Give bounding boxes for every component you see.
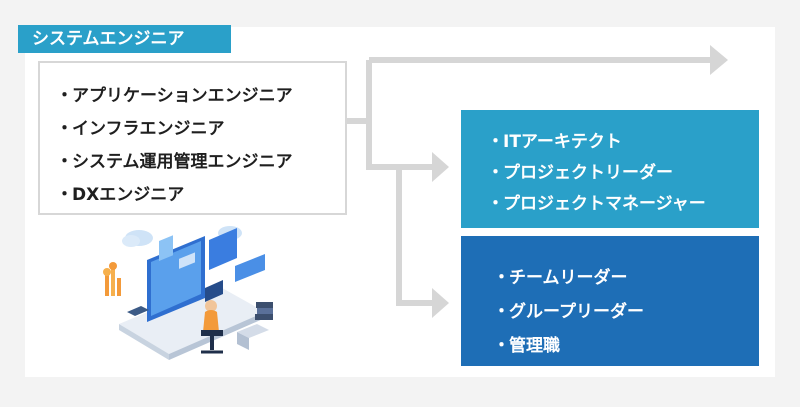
- path-label: プロジェクトリーダー: [503, 163, 673, 183]
- bullet: ・: [56, 86, 73, 106]
- path-item: ・ITアーキテクト: [487, 124, 706, 155]
- path-item: ・グループリーダー: [493, 292, 644, 326]
- engineer-roles-box: ・アプリケーションエンジニア ・インフラエンジニア ・システム運用管理エンジニア…: [38, 61, 347, 215]
- role-item: ・システム運用管理エンジニア: [56, 143, 293, 176]
- bullet: ・: [56, 152, 73, 172]
- role-label: インフラエンジニア: [72, 119, 225, 139]
- bullet: ・: [56, 119, 73, 139]
- bullet: ・: [56, 185, 73, 205]
- arrow-head-management: [432, 288, 449, 318]
- arrow-head-architect: [432, 152, 449, 182]
- architect-path-box: ・ITアーキテクト ・プロジェクトリーダー ・プロジェクトマネージャー: [461, 110, 759, 228]
- bullet: ・: [487, 132, 504, 152]
- path-item: ・管理職: [493, 326, 644, 360]
- path-item: ・プロジェクトマネージャー: [487, 186, 706, 217]
- management-path-box: ・チームリーダー ・グループリーダー ・管理職: [461, 236, 759, 366]
- role-item: ・インフラエンジニア: [56, 110, 293, 143]
- bullet: ・: [493, 335, 510, 356]
- role-label: システム運用管理エンジニア: [72, 152, 293, 172]
- path-item: ・チームリーダー: [493, 258, 644, 292]
- role-label: DXエンジニア: [72, 185, 185, 205]
- role-item: ・DXエンジニア: [56, 176, 293, 209]
- path-label: ITアーキテクト: [503, 132, 622, 152]
- path-label: チームリーダー: [509, 267, 628, 288]
- bullet: ・: [487, 194, 504, 214]
- path-label: 管理職: [509, 335, 560, 356]
- path-label: グループリーダー: [509, 301, 644, 322]
- bullet: ・: [487, 163, 504, 183]
- bullet: ・: [493, 267, 510, 288]
- diagram-title: システムエンジニア: [18, 25, 231, 53]
- arrow-head-top: [710, 45, 728, 75]
- role-item: ・アプリケーションエンジニア: [56, 77, 293, 110]
- path-label: プロジェクトマネージャー: [503, 194, 706, 214]
- role-label: アプリケーションエンジニア: [72, 86, 293, 106]
- office-worker-illustration: [103, 222, 273, 360]
- bullet: ・: [493, 301, 510, 322]
- path-item: ・プロジェクトリーダー: [487, 155, 706, 186]
